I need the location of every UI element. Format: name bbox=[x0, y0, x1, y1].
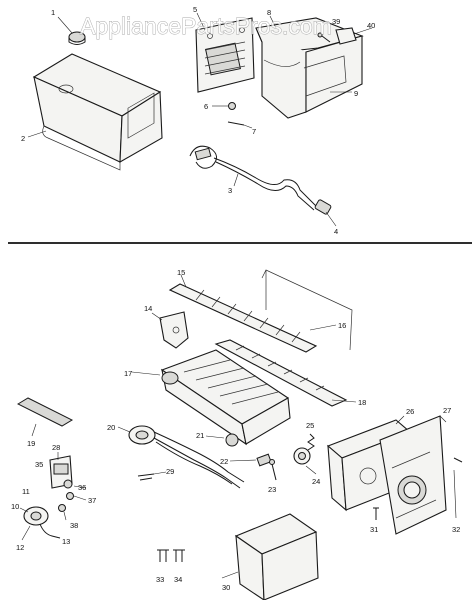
callout-20: 20 bbox=[107, 423, 115, 432]
callout-4: 4 bbox=[334, 227, 338, 236]
part-14-bracket bbox=[151, 311, 189, 349]
part-40-bracket bbox=[335, 27, 373, 45]
callout-24: 24 bbox=[312, 477, 320, 486]
part-35-36-37-38-fittings bbox=[58, 479, 87, 521]
callout-5: 5 bbox=[193, 5, 197, 14]
part-6-screw bbox=[212, 102, 236, 110]
callout-19: 19 bbox=[27, 439, 35, 448]
callout-11: 11 bbox=[22, 487, 30, 496]
part-24-gear bbox=[293, 447, 317, 475]
callout-28: 28 bbox=[52, 443, 60, 452]
part-18-stripper bbox=[214, 339, 357, 407]
callout-39: 39 bbox=[332, 17, 340, 26]
callout-34: 34 bbox=[174, 575, 182, 584]
part-31-screw bbox=[373, 507, 379, 520]
callout-40: 40 bbox=[367, 21, 375, 30]
part-21-nut bbox=[205, 433, 239, 447]
callout-3: 3 bbox=[228, 186, 232, 195]
part-2-ice-bucket bbox=[27, 53, 163, 171]
part-8-housing bbox=[255, 15, 364, 119]
callout-16: 16 bbox=[338, 321, 346, 330]
part-10-11-12-13-valve-parts bbox=[19, 506, 61, 541]
part-17-mold bbox=[131, 349, 291, 446]
part-32-screw bbox=[453, 457, 463, 519]
callout-21: 21 bbox=[196, 431, 204, 440]
callout-36: 36 bbox=[78, 483, 86, 492]
part-4-connector bbox=[314, 199, 337, 227]
callout-22: 22 bbox=[220, 457, 228, 466]
callout-17: 17 bbox=[124, 369, 132, 378]
callout-15: 15 bbox=[177, 268, 185, 277]
callout-7: 7 bbox=[252, 127, 256, 136]
callout-1: 1 bbox=[51, 8, 55, 17]
callout-10: 10 bbox=[11, 502, 19, 511]
part-15-ejector bbox=[168, 274, 318, 353]
callout-38: 38 bbox=[70, 521, 78, 530]
part-7-clip bbox=[227, 121, 253, 129]
callout-26: 26 bbox=[406, 407, 414, 416]
callout-2: 2 bbox=[21, 134, 25, 143]
part-39-screw bbox=[317, 32, 331, 43]
part-22-switch bbox=[229, 453, 272, 467]
callout-35: 35 bbox=[35, 460, 43, 469]
part-25-spring bbox=[307, 433, 315, 451]
callout-23: 23 bbox=[268, 485, 276, 494]
part-23-screw bbox=[269, 459, 277, 481]
callout-25: 25 bbox=[306, 421, 314, 430]
part-33-34-screws bbox=[157, 549, 185, 562]
part-20-thermostat bbox=[117, 425, 245, 489]
part-16-cover bbox=[261, 269, 353, 351]
callout-18: 18 bbox=[358, 398, 366, 407]
part-29-clip bbox=[137, 471, 167, 481]
part-3-harness bbox=[189, 145, 317, 211]
callout-33: 33 bbox=[156, 575, 164, 584]
part-1-knob bbox=[57, 16, 86, 45]
part-5-bracket bbox=[195, 12, 255, 93]
callout-37: 37 bbox=[88, 496, 96, 505]
watermark-text: AppliancePartsPros.com bbox=[80, 13, 332, 39]
callout-6: 6 bbox=[204, 102, 208, 111]
part-19-heater bbox=[16, 397, 74, 437]
callout-labels: 1 2 3 4 5 6 7 8 9 39 40 10 11 12 13 14 1… bbox=[11, 5, 460, 592]
callout-29: 29 bbox=[166, 467, 174, 476]
callout-12: 12 bbox=[16, 543, 24, 552]
callout-9: 9 bbox=[354, 89, 358, 98]
callout-31: 31 bbox=[370, 525, 378, 534]
callout-8: 8 bbox=[267, 8, 271, 17]
callout-30: 30 bbox=[222, 583, 230, 592]
callout-13: 13 bbox=[62, 537, 70, 546]
callout-27: 27 bbox=[443, 406, 451, 415]
callout-32: 32 bbox=[452, 525, 460, 534]
part-27-plate bbox=[379, 415, 447, 535]
callout-14: 14 bbox=[144, 304, 152, 313]
part-30-bin bbox=[221, 513, 319, 600]
